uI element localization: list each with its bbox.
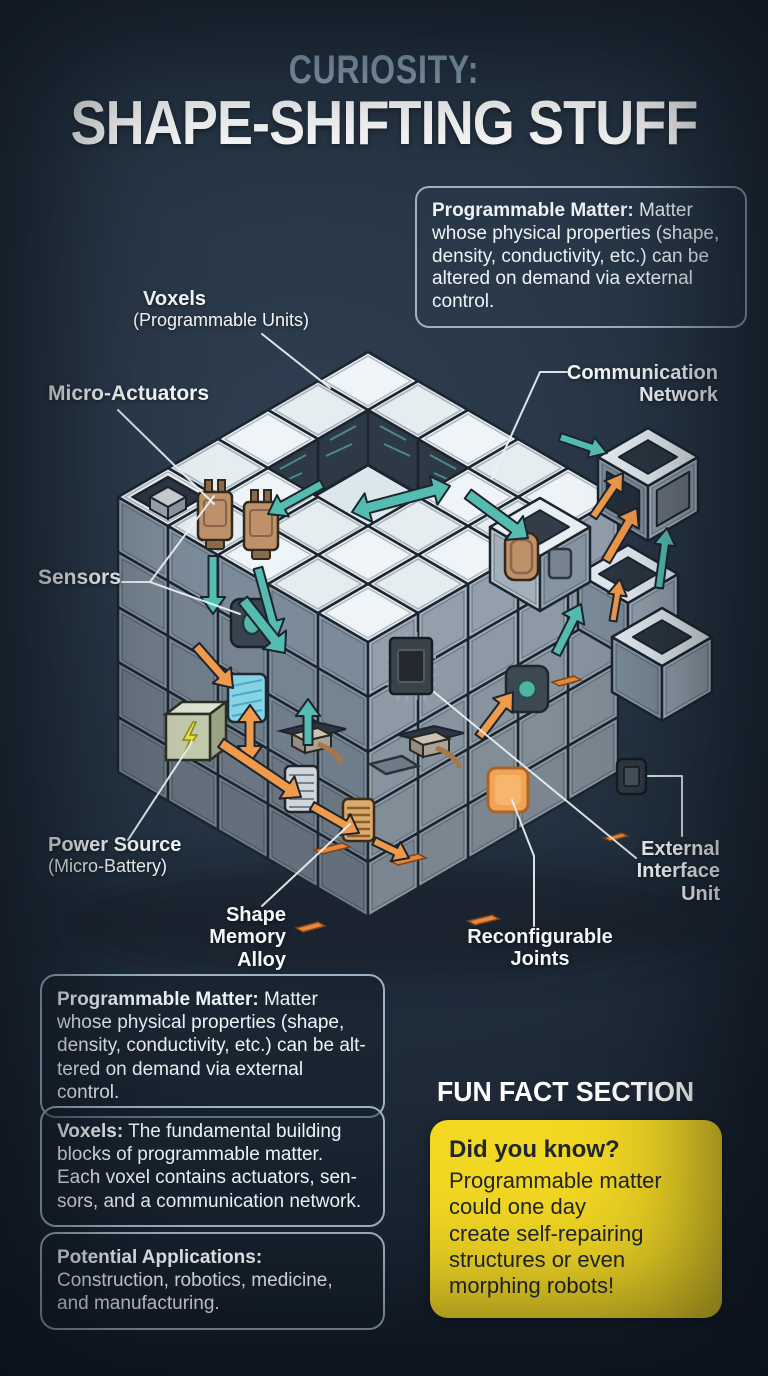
info-box-programmable-matter: Programmable Matter: Matter whose physic… — [40, 974, 385, 1118]
fun-fact-lead: Did you know? — [449, 1136, 620, 1163]
voxel-top-button — [366, 754, 422, 776]
info-box-voxels: Voxels: The fundamental building blocks … — [40, 1106, 385, 1227]
label-external-interface-unit: External Interface Unit — [636, 838, 720, 905]
cpu-chip-icon — [386, 632, 436, 700]
label-shape-memory-alloy: Shape Memory Alloy — [209, 904, 286, 971]
joint-module-icon — [394, 724, 465, 770]
label-micro-actuators: Micro-Actuators — [48, 382, 210, 405]
label-voxels: Voxels (Programmable Units) — [133, 288, 310, 331]
led-module-icon — [504, 664, 550, 714]
label-sensors: Sensors — [38, 566, 121, 589]
voxel-cube-layer — [116, 350, 620, 919]
label-communication-network: Communication Network — [566, 362, 718, 407]
ground-shadow — [60, 864, 720, 980]
kicker-text: CURIOSITY: — [288, 48, 480, 92]
definition-box-top: Programmable Matter: Matter whose physic… — [415, 186, 747, 328]
battery-icon — [162, 699, 230, 763]
fun-fact-card: Did you know? Programmable matter could … — [430, 1120, 722, 1318]
page-title: SHAPE-SHIFTING STUFF — [70, 89, 699, 158]
external-port-icon — [615, 757, 648, 796]
label-reconfigurable-joints: Reconfigurable Joints — [467, 926, 613, 971]
voxel-frame-corner — [130, 475, 206, 521]
definition-lead: Programmable Matter: — [432, 200, 634, 221]
data-flow-arrows — [191, 432, 677, 863]
reconfigurable-joint-icon — [486, 766, 530, 814]
definition-text: Matter whose physical properties (shape,… — [432, 200, 720, 313]
info-box-applications: Potential Applications:Construction, rob… — [40, 1232, 385, 1330]
component-icons — [130, 475, 648, 933]
actuator-module-icon — [503, 531, 573, 582]
label-power-source: Power Source (Micro-Battery) — [48, 834, 182, 877]
micro-actuator-icon — [196, 479, 234, 550]
label-leader-lines — [117, 333, 683, 927]
fun-fact-heading: FUN FACT SECTION — [437, 1076, 695, 1107]
